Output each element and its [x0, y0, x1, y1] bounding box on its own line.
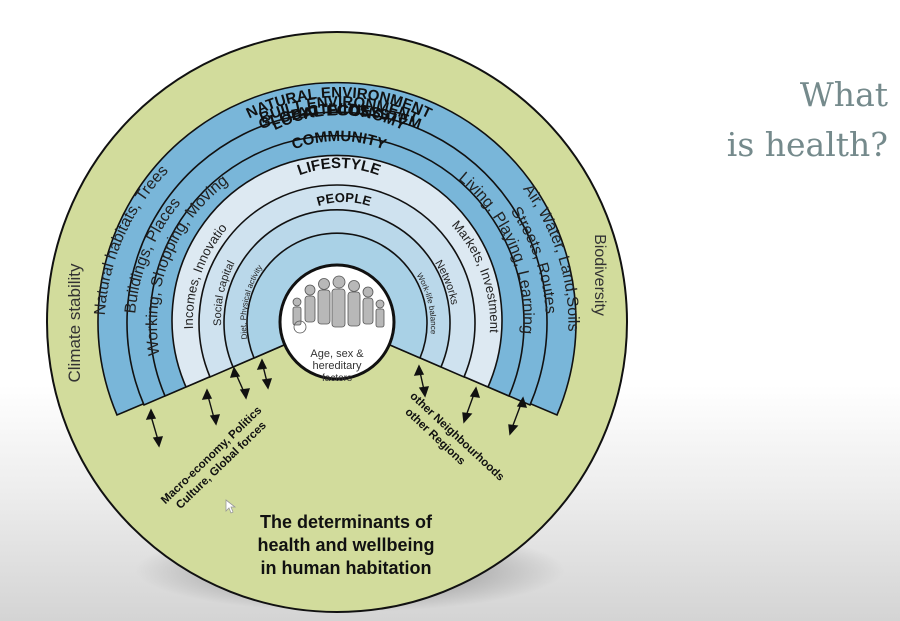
arrow-right-1	[413, 364, 430, 398]
slide-title-line-2: is health?	[726, 125, 888, 164]
arrow-left-4	[256, 358, 273, 390]
arrow-left-2	[201, 388, 221, 426]
label-activities: ACTIVITIES	[295, 100, 382, 122]
core-text-line-3: factors	[322, 373, 352, 384]
caption-line-2: health and wellbeing	[257, 535, 434, 555]
label-climate-stability: Climate stability	[65, 263, 84, 383]
arrow-left-3	[229, 366, 251, 400]
core-text-line-2: hereditary	[313, 360, 362, 372]
arrow-right-2	[462, 386, 481, 424]
caption-line-3: in human habitation	[261, 558, 432, 578]
people-group-icon	[292, 275, 385, 334]
diagram-caption: The determinants of health and wellbeing…	[257, 512, 434, 578]
mouse-cursor-icon	[225, 499, 237, 514]
slide-title: What is health?	[727, 70, 888, 170]
label-people: PEOPLE	[315, 190, 373, 209]
caption-line-1: The determinants of	[260, 512, 433, 532]
core-text-line-1: Age, sex &	[310, 348, 364, 360]
arrow-left-1	[145, 408, 164, 448]
influence-arrows	[145, 358, 528, 448]
label-biodiversity: Biodiversity	[591, 234, 608, 316]
slide-title-line-1: What	[799, 75, 888, 114]
arrow-right-3	[508, 396, 528, 436]
